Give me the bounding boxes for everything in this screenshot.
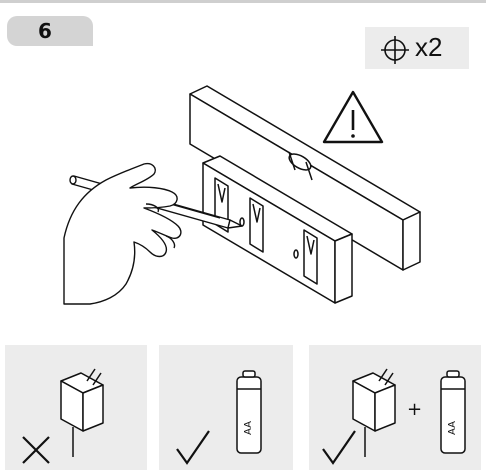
power-option-battery: AA xyxy=(159,345,293,470)
wall-mount-bracket xyxy=(202,155,353,304)
hand xyxy=(63,162,182,305)
power-option-adapter-and-battery: + AA xyxy=(309,345,481,470)
quantity-box: x2 xyxy=(365,27,469,69)
battery-label: AA xyxy=(243,421,254,435)
check-mark-icon xyxy=(176,430,210,465)
step-badge: 6 xyxy=(7,16,93,46)
aa-battery-icon xyxy=(236,370,262,454)
warning-triangle-icon xyxy=(322,90,384,144)
spirit-level xyxy=(189,85,421,271)
cross-mark-icon xyxy=(22,436,50,464)
check-mark-icon xyxy=(322,430,356,465)
mounting-illustration xyxy=(63,85,421,305)
aa-battery-icon xyxy=(440,370,466,454)
battery-label: AA xyxy=(447,421,458,435)
power-adapter-icon xyxy=(352,368,396,457)
plus-sign: + xyxy=(407,399,422,420)
quantity-text: x2 xyxy=(415,32,443,62)
power-option-adapter-only xyxy=(5,345,147,470)
power-adapter-icon xyxy=(60,368,104,457)
step-number: 6 xyxy=(38,19,52,43)
top-divider xyxy=(0,0,486,3)
screw-crosshair-icon xyxy=(381,36,409,64)
